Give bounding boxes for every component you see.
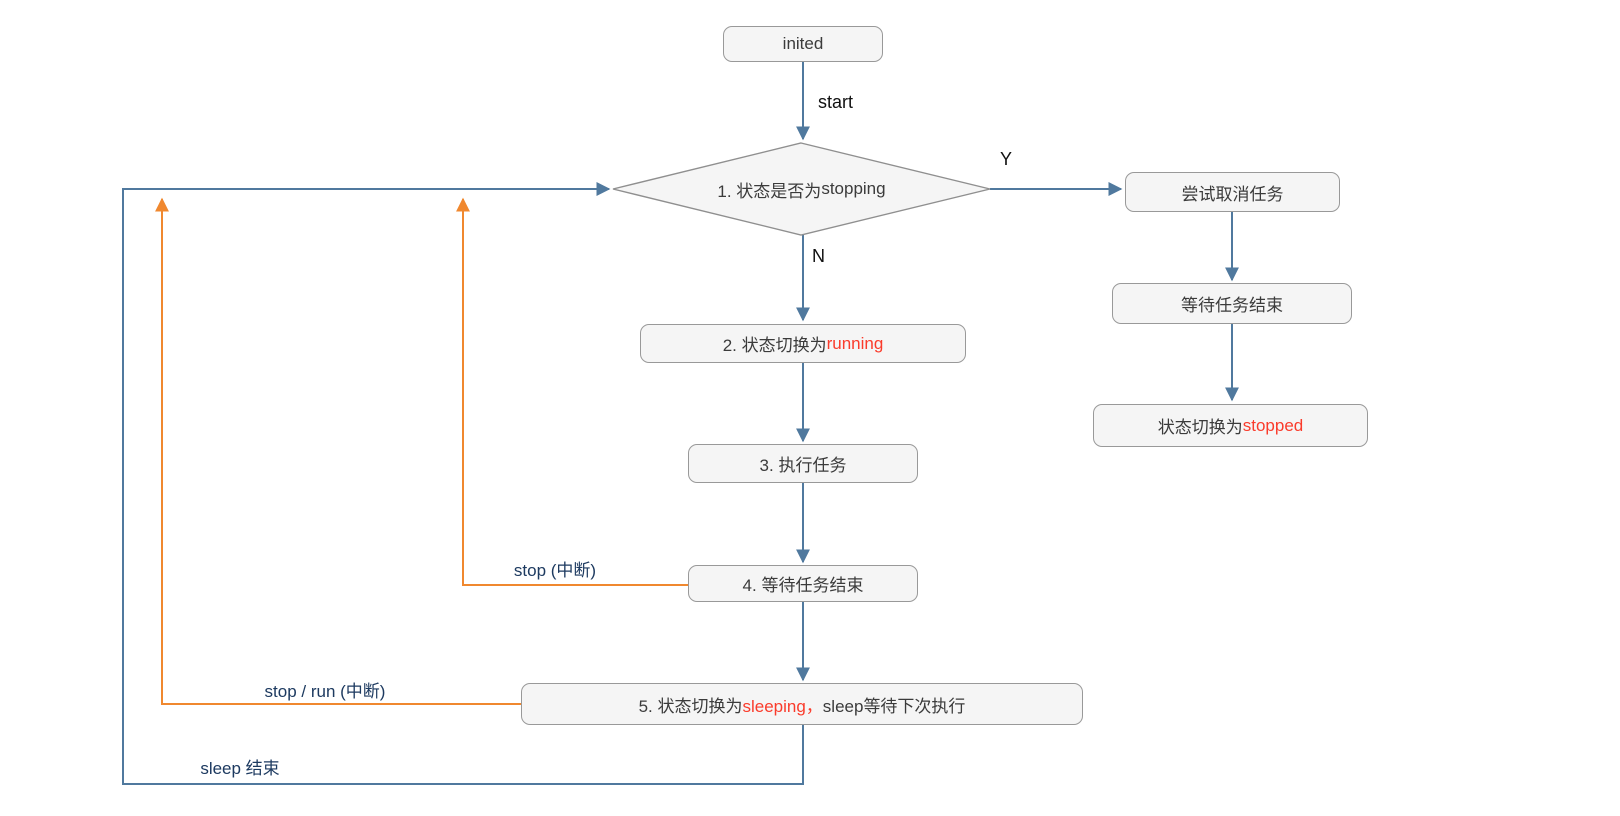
- node-stopped: 状态切换为 stopped: [1093, 404, 1368, 447]
- node-decision-highlight: stopping: [821, 179, 886, 198]
- edge-label-start: start: [818, 92, 854, 112]
- node-try-cancel-label: 尝试取消任务: [1181, 184, 1284, 204]
- node-sleeping-text: 5. 状态切换为: [638, 696, 743, 716]
- node-running: 2. 状态切换为 running: [640, 324, 966, 363]
- node-wait-task: 4. 等待任务结束: [688, 565, 918, 602]
- edge-label-yes: Y: [1000, 149, 1013, 169]
- node-stopped-highlight: stopped: [1242, 415, 1304, 435]
- node-decision: 1. 状态是否为 stopping: [613, 143, 990, 235]
- node-inited-label: inited: [782, 34, 824, 53]
- node-wait-task-label: 4. 等待任务结束: [742, 576, 864, 595]
- edge-label-stop: stop (中断): [513, 561, 597, 580]
- edge-label-sleep-end: sleep 结束: [200, 759, 280, 778]
- edge-stop-run-interrupt: [155, 197, 521, 705]
- node-sleeping-suffix: sleep等待下次执行: [822, 696, 966, 716]
- node-execute: 3. 执行任务: [688, 444, 918, 483]
- node-inited: inited: [723, 26, 883, 62]
- node-execute-label: 3. 执行任务: [759, 456, 847, 475]
- node-running-text: 2. 状态切换为: [722, 336, 827, 355]
- decision-diamond-shape: [612, 142, 991, 236]
- node-sleeping-highlight: sleeping，: [742, 696, 823, 716]
- node-wait-finish: 等待任务结束: [1112, 283, 1352, 324]
- node-wait-finish-label: 等待任务结束: [1181, 296, 1283, 315]
- edge-sleep-end-loop: [122, 182, 804, 785]
- node-running-highlight: running: [826, 333, 884, 353]
- edge-label-stop-run: stop / run (中断): [264, 682, 386, 701]
- node-sleeping: 5. 状态切换为 sleeping， sleep等待下次执行: [521, 683, 1083, 725]
- node-try-cancel: 尝试取消任务: [1125, 172, 1340, 212]
- node-stopped-text: 状态切换为: [1157, 418, 1243, 437]
- edge-label-no: N: [812, 246, 825, 266]
- node-decision-text: 1. 状态是否为: [717, 181, 822, 201]
- edge-stop-interrupt: [456, 197, 688, 586]
